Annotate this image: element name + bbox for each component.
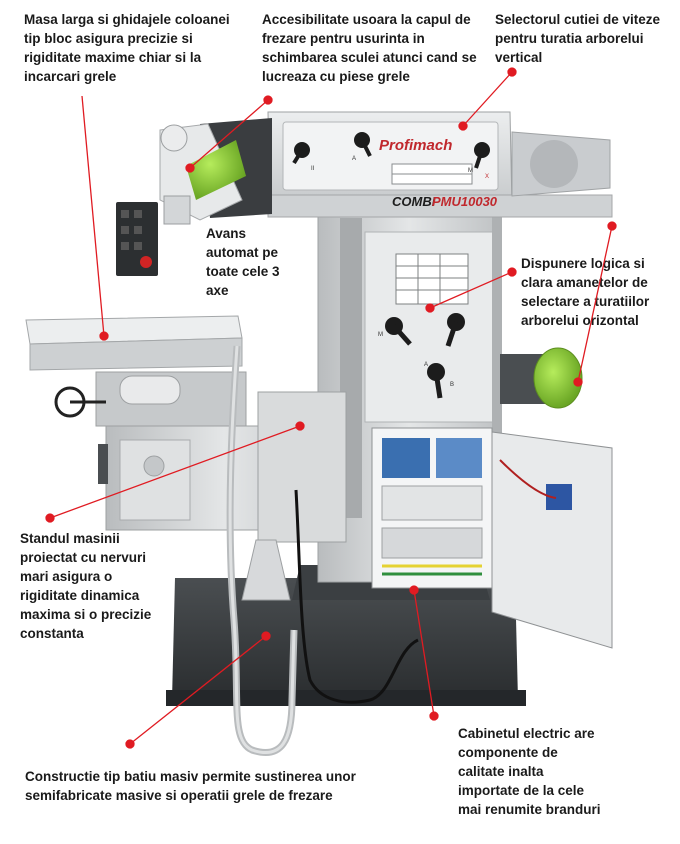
callout-machine-stand: Standul masinii proiectat cu nervuri mar… [20, 531, 152, 641]
elevating-screw [241, 539, 291, 601]
panel-label-b: B [450, 382, 454, 388]
horizontal-spindle-motor [500, 347, 583, 409]
callout-table-guides: Masa larga si ghidajele coloanei tip blo… [24, 12, 230, 84]
panel-label-m: M [378, 332, 383, 338]
control-pendant [116, 202, 158, 276]
work-table [25, 315, 243, 371]
model-prefix: COMBI [392, 194, 436, 209]
vertical-milling-head [159, 118, 272, 225]
callout-electric-cabinet: Cabinetul electric are componente de cal… [458, 726, 601, 817]
model-suffix: PMU10030 [432, 194, 498, 209]
knee-saddle [54, 371, 347, 543]
top-speed-knobs [292, 132, 490, 185]
callout-auto-feed: Avans automat pe toate cele 3 axe [206, 226, 280, 298]
callout-horizontal-spindle: Dispunere logica si clara amanetelor de … [521, 256, 650, 328]
knob-label-x: X [485, 174, 489, 180]
knob-label-m: M [468, 168, 473, 174]
power-cable [294, 489, 419, 704]
callout-vertical-gearbox: Selectorul cutiei de viteze pentru turat… [495, 12, 661, 65]
callout-markers [45, 67, 617, 749]
horizontal-speed-panel [385, 253, 469, 399]
knob-label-a: A [352, 156, 356, 162]
knob-label-ii: II [311, 166, 315, 172]
callout-massive-base: Constructie tip batiu masiv permite sust… [25, 769, 356, 803]
brand-logo: Profimach [379, 137, 452, 154]
head-housing [267, 111, 613, 218]
panel-label-a: A [424, 362, 428, 368]
callout-head-access: Accesibilitate usoara la capul de frezar… [262, 12, 477, 84]
electrical-cabinet [371, 427, 613, 649]
